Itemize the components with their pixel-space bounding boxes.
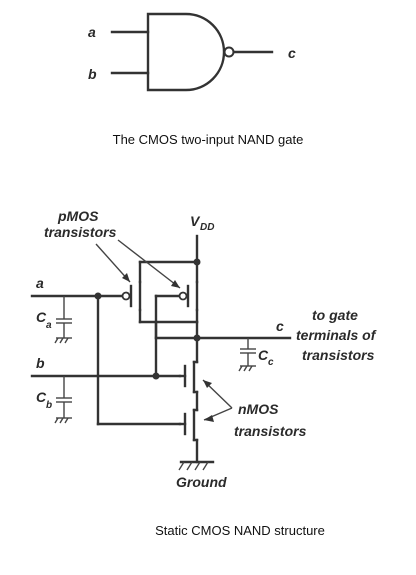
cmos-caption: Static CMOS NAND structure (155, 523, 325, 538)
cap-b-label-sub: b (46, 400, 52, 411)
nand-input-b-label: b (88, 66, 97, 82)
cap-c-label-sub: c (268, 357, 274, 368)
nand-body (146, 12, 226, 92)
nmos-label-line1: nMOS (238, 401, 279, 417)
nand-gate-symbol: a b c (88, 12, 296, 92)
nand-caption: The CMOS two-input NAND gate (113, 132, 304, 147)
nand-input-a-label: a (88, 24, 96, 40)
circuit-input-a-label: a (36, 275, 44, 291)
nand-output-c-label: c (288, 45, 296, 61)
pmos-label-line1: pMOS (57, 208, 99, 224)
capacitor-cb (54, 376, 72, 424)
circuit-output-c-label: c (276, 318, 284, 334)
pmos-label-line2: transistors (44, 224, 117, 240)
cap-c-label-main: C (258, 347, 269, 363)
cap-b-label-main: C (36, 389, 47, 405)
cmos-nand-schematic: pMOS transistors V DD a b C a C b c C c … (30, 208, 377, 490)
ground-symbol (178, 460, 215, 471)
cap-a-label-sub: a (46, 320, 52, 331)
pmos-pointer-arrows (95, 239, 181, 289)
ground-label: Ground (176, 474, 227, 490)
nmos-pointer-arrows (202, 379, 233, 422)
inversion-bubble (223, 46, 235, 58)
to-gate-line1: to gate (312, 307, 358, 323)
nmos-transistor-1 (178, 360, 199, 412)
pmos-transistor-1 (121, 280, 142, 312)
vdd-label-main: V (190, 213, 201, 229)
cap-a-label-main: C (36, 309, 47, 325)
capacitor-ca (54, 296, 72, 344)
capacitor-cc (238, 338, 256, 372)
nmos-transistor-2 (178, 408, 199, 442)
to-gate-line2: terminals of (296, 327, 377, 343)
pmos-transistor-2 (178, 280, 199, 312)
vdd-label-sub: DD (200, 222, 214, 233)
to-gate-line3: transistors (302, 347, 375, 363)
circuit-input-b-label: b (36, 355, 45, 371)
nmos-label-line2: transistors (234, 423, 307, 439)
